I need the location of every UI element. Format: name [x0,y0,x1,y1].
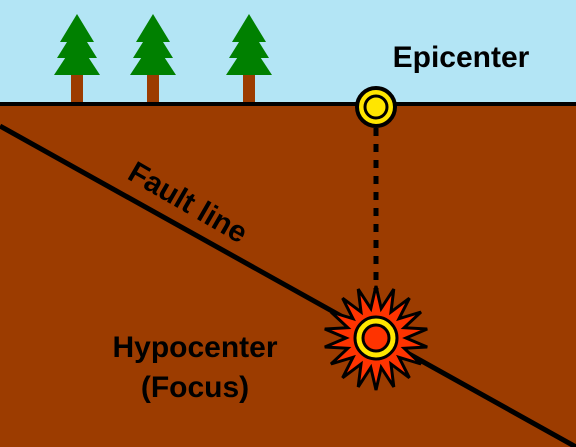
focus-label: (Focus) [141,371,249,404]
hypocenter-label: Hypocenter [112,331,277,364]
epicenter-label: Epicenter [393,41,530,74]
pine-tree-icon [54,14,100,102]
pine-tree-icon [226,14,272,102]
ground [0,104,576,447]
sky [0,0,576,104]
focus-core [361,323,391,353]
pine-tree-icon [130,14,176,102]
explosion-burst-icon [324,285,428,391]
fault-line [0,123,576,447]
epicenter-ring-icon [355,86,397,128]
